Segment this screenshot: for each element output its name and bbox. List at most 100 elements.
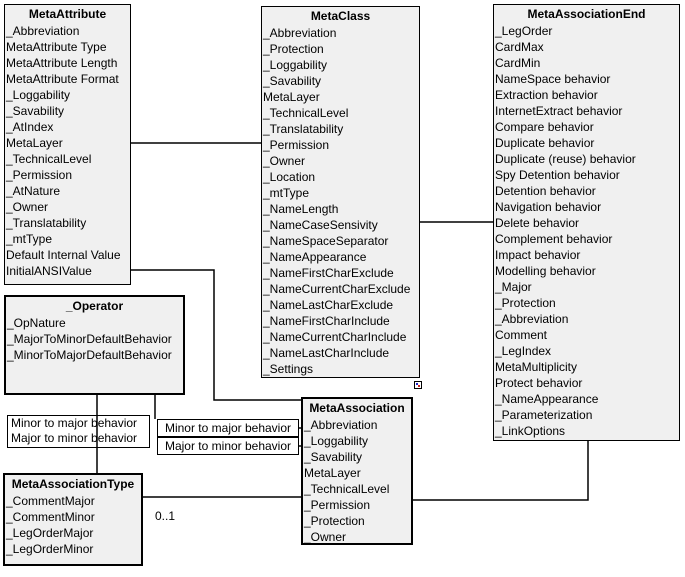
attribute-item: _Savability xyxy=(304,450,363,464)
attribute-item: _NameAppearance xyxy=(495,392,599,406)
attribute-item: _MinorToMajorDefaultBehavior xyxy=(7,348,172,362)
attribute-item: _NameLength xyxy=(263,202,339,216)
marker-blue-dot xyxy=(416,383,418,385)
association-label: Minor to major behavior xyxy=(11,416,138,430)
marker-red-dot xyxy=(418,385,420,387)
attribute-item: _Translatability xyxy=(263,122,344,136)
association-label-box-minor-to-major[interactable]: Minor to major behavior xyxy=(157,419,299,437)
association-label-box-major-to-minor[interactable]: Major to minor behavior xyxy=(157,437,299,455)
attribute-item: Spy Detention behavior xyxy=(495,168,620,182)
attribute-item: Comment xyxy=(495,328,548,342)
attribute-item: MetaMultiplicity xyxy=(495,360,578,374)
attribute-item: _LegOrder xyxy=(495,24,553,38)
association-label: Major to minor behavior xyxy=(11,431,138,445)
attribute-item: NameSpace behavior xyxy=(495,72,611,86)
attribute-item: _TechnicalLevel xyxy=(6,152,92,166)
attribute-item: _Permission xyxy=(6,168,73,182)
attribute-item: _NameSpaceSeparator xyxy=(263,234,389,248)
attribute-item: _NameLastCharInclude xyxy=(263,346,390,360)
attribute-item: _Translatability xyxy=(6,216,87,230)
attribute-item: _Parameterization xyxy=(495,408,593,422)
attribute-item: _LinkOptions xyxy=(495,424,566,438)
attribute-item: MetaLayer xyxy=(263,90,320,104)
attribute-item: _NameFirstCharInclude xyxy=(263,314,390,328)
attribute-item: _Location xyxy=(263,170,316,184)
class-title: MetaAssociationEnd xyxy=(527,7,646,21)
attribute-item: _Savability xyxy=(263,74,322,88)
attribute-item: _CommentMajor xyxy=(6,494,95,508)
class-title: MetaClass xyxy=(310,9,371,23)
attribute-item: _Loggability xyxy=(263,58,328,72)
attribute-item: _NameAppearance xyxy=(263,250,367,264)
attribute-item: _Owner xyxy=(6,200,49,214)
attribute-item: _NameCurrentCharInclude xyxy=(263,330,407,344)
attribute-item: MetaAttribute Type xyxy=(6,40,107,54)
attribute-item: _LegOrderMajor xyxy=(6,526,94,540)
attribute-item: _Owner xyxy=(263,154,306,168)
attribute-item: Detention behavior xyxy=(495,184,596,198)
attribute-item: _Abbreviation xyxy=(263,26,337,40)
attribute-item: _Loggability xyxy=(304,434,369,448)
link-marker-icon[interactable] xyxy=(414,381,422,389)
attribute-item: Navigation behavior xyxy=(495,200,602,214)
attribute-list: _CommentMajor _CommentMinor _LegOrderMajor… xyxy=(5,493,141,557)
attribute-list: _OpNature _MajorToMinorDefaultBehavior _Mi… xyxy=(6,315,183,363)
attribute-item: _NameFirstCharExclude xyxy=(263,266,394,280)
attribute-item: Protect behavior xyxy=(495,376,583,390)
attribute-item: Modelling behavior xyxy=(495,264,596,278)
attribute-item: _Protection xyxy=(304,514,365,528)
attribute-item: _LegOrderMinor xyxy=(6,542,94,556)
attribute-item: _Owner xyxy=(304,530,347,544)
attribute-item: Impact behavior xyxy=(495,248,581,262)
attribute-item: _Permission xyxy=(263,138,330,152)
association-label-box-left[interactable]: Minor to major behavior Major to minor b… xyxy=(7,415,150,448)
class-title: MetaAssociationType xyxy=(11,477,135,491)
attribute-item: _Abbreviation xyxy=(495,312,569,326)
attribute-item: Compare behavior xyxy=(495,120,594,134)
class-box-metaassociationtype[interactable]: MetaAssociationType _CommentMajor_Commen… xyxy=(3,473,143,566)
class-box-metaclass[interactable]: MetaClass _Abbreviation _Protection _Logga… xyxy=(261,6,420,378)
attribute-item: _NameLastCharExclude xyxy=(263,298,394,312)
attribute-item: _MajorToMinorDefaultBehavior xyxy=(7,332,172,346)
class-box-operator[interactable]: _Operator _OpNature _MajorToMinorDefaultB… xyxy=(4,295,185,395)
attribute-item: CardMin xyxy=(495,56,541,70)
attribute-item: Default Internal Value xyxy=(6,248,121,262)
class-box-metaassociation[interactable]: MetaAssociation _Abbreviation _Loggabilit… xyxy=(301,397,413,545)
attribute-item: _OpNature xyxy=(7,316,66,330)
attribute-item: _LegIndex xyxy=(495,344,552,358)
attribute-item: _Abbreviation xyxy=(6,24,80,38)
multiplicity-label: 0..1 xyxy=(155,509,176,523)
attribute-item: _mtType xyxy=(263,186,310,200)
attribute-item: MetaLayer xyxy=(304,466,361,480)
attribute-item: _Major xyxy=(495,280,532,294)
attribute-item: _Settings xyxy=(263,362,314,376)
attribute-item: MetaAttribute Format xyxy=(6,72,119,86)
class-title: MetaAttribute xyxy=(28,7,107,21)
attribute-item: InitialANSIValue xyxy=(6,264,92,278)
attribute-item: MetaAttribute Length xyxy=(6,56,118,70)
attribute-item: _AtIndex xyxy=(6,120,54,134)
attribute-item: Extraction behavior xyxy=(495,88,598,102)
attribute-item: _Loggability xyxy=(6,88,71,102)
attribute-item: _Abbreviation xyxy=(304,418,378,432)
attribute-item: _NameCaseSensivity xyxy=(263,218,378,232)
attribute-item: _Protection xyxy=(495,296,556,310)
attribute-item: Complement behavior xyxy=(495,232,613,246)
attribute-item: _mtType xyxy=(6,232,53,246)
attribute-item: _Protection xyxy=(263,42,324,56)
class-title: _Operator xyxy=(65,299,124,313)
attribute-list: _Abbreviation _Protection _Loggability _Sav… xyxy=(262,25,419,377)
attribute-item: CardMax xyxy=(495,40,544,54)
attribute-item: _Savability xyxy=(6,104,65,118)
attribute-item: _Permission xyxy=(304,498,371,512)
attribute-item: MetaLayer xyxy=(6,136,63,150)
class-title: MetaAssociation xyxy=(309,401,405,415)
attribute-item: InternetExtract behavior xyxy=(495,104,623,118)
attribute-item: _CommentMinor xyxy=(6,510,95,524)
